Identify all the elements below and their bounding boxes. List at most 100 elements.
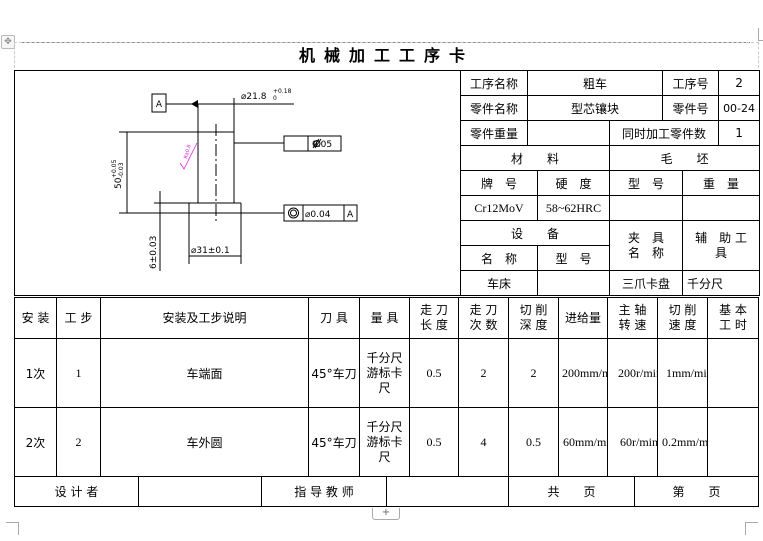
part-name[interactable]: 型芯镶块 — [526, 95, 664, 121]
designer-label: 设 计 者 — [14, 476, 139, 507]
flatness-frame — [283, 135, 342, 152]
simul-count[interactable]: 1 — [718, 120, 761, 146]
table-row: 2次 2 车外圆 45°车刀 千分尺游标卡尺 0.5 4 0.5 60mm/mi… — [14, 407, 760, 477]
datum-label: A — [156, 100, 163, 110]
hardness[interactable]: 58~62HRC — [537, 195, 610, 221]
fixture[interactable]: 三爪卡盘 — [608, 270, 684, 296]
process-header-table: A ⌀21.8 +0.18 0 0.05 ⌀0.04 A ⌀31±0.1 50 … — [14, 70, 761, 296]
signature-footer: 设 计 者 指 导 教 师 共 页 第 页 — [14, 476, 759, 507]
page-corner-mark — [758, 28, 763, 41]
col-header: 走 刀 长 度 — [409, 297, 460, 339]
cell-feed-rate[interactable]: 60mm/min — [558, 407, 609, 477]
material-label: 材 料 — [460, 145, 610, 171]
part-weight-label: 零件重量 — [460, 120, 528, 146]
steps-header-row: 安 装 工 步 安装及工步说明 刀 具 量 具 走 刀 长 度 走 刀 次 数 … — [14, 297, 760, 339]
dia-top-dim: ⌀21.8 — [241, 92, 267, 102]
equipment-label: 设 备 — [460, 220, 610, 246]
grade[interactable]: Cr12MoV — [460, 195, 538, 221]
cell-passes[interactable]: 4 — [458, 407, 510, 477]
col-header: 主 轴 转 速 — [607, 297, 659, 339]
dia-top-tol-lower: 0 — [273, 95, 277, 102]
blank-type-label: 型 号 — [608, 170, 684, 196]
aux-tool[interactable]: 千分尺 — [682, 270, 761, 296]
aux-tool-label: 辅 助 工 具 — [682, 220, 761, 271]
blank-weight[interactable] — [682, 195, 761, 221]
cell-passes[interactable]: 2 — [458, 338, 510, 408]
blank-type[interactable] — [608, 195, 684, 221]
base-height-dim: 6±0.03 — [149, 236, 159, 269]
col-header: 量 具 — [359, 297, 411, 339]
part-no[interactable]: 00-24 — [718, 95, 761, 121]
cell-spindle-speed[interactable]: 60r/min — [607, 407, 659, 477]
concentricity-frame — [283, 204, 358, 222]
cell-feed-rate[interactable]: 200mm/min — [558, 338, 609, 408]
cell-depth[interactable]: 0.5 — [508, 407, 560, 477]
cell-description[interactable]: 车端面 — [99, 338, 310, 408]
col-header: 切 削 深 度 — [508, 297, 560, 339]
steps-table: 安 装 工 步 安装及工步说明 刀 具 量 具 走 刀 长 度 走 刀 次 数 … — [14, 297, 760, 477]
datum-a-box — [151, 93, 167, 113]
col-header: 进给量 — [558, 297, 609, 339]
cell-feed-length[interactable]: 0.5 — [409, 407, 460, 477]
height-tol-lower: -0.03 — [118, 162, 125, 178]
equip-name-label: 名 称 — [460, 245, 538, 271]
cell-gauge[interactable]: 千分尺游标卡尺 — [359, 407, 411, 477]
cell-base-time[interactable] — [707, 407, 760, 477]
cell-feed-length[interactable]: 0.5 — [409, 338, 460, 408]
page-label: 第 页 — [634, 476, 759, 507]
cell-install[interactable]: 2次 — [14, 407, 57, 477]
col-header: 基 本 工 时 — [707, 297, 760, 339]
simul-count-label: 同时加工零件数 — [608, 120, 720, 146]
cell-base-time[interactable] — [707, 338, 760, 408]
col-header: 安装及工步说明 — [99, 297, 310, 339]
cell-depth[interactable]: 2 — [508, 338, 560, 408]
fixture-label: 夹 具 名 称 — [608, 220, 684, 271]
cell-install[interactable]: 1次 — [14, 338, 57, 408]
process-name-label: 工序名称 — [460, 70, 528, 96]
add-row-button[interactable]: + — [372, 508, 400, 520]
cell-step[interactable]: 1 — [56, 338, 101, 408]
equip-model-label: 型 号 — [537, 245, 610, 271]
cell-cut-speed[interactable]: 0.2mm/min — [657, 407, 709, 477]
cell-spindle-speed[interactable]: 200r/min — [607, 338, 659, 408]
table-row: 1次 1 车端面 45°车刀 千分尺游标卡尺 0.5 2 2 200mm/min… — [14, 338, 760, 408]
process-name[interactable]: 粗车 — [526, 70, 664, 96]
equip-name[interactable]: 车床 — [460, 270, 538, 296]
cell-tool[interactable]: 45°车刀 — [308, 338, 361, 408]
dia-top-tol-upper: +0.18 — [273, 88, 292, 95]
blank-label: 毛 坯 — [608, 145, 761, 171]
hardness-label: 硬 度 — [537, 170, 610, 196]
roughness-symbol — [179, 142, 198, 170]
height-dim: 50 — [114, 177, 124, 189]
col-header: 刀 具 — [308, 297, 361, 339]
table-move-handle[interactable]: ✥ — [1, 35, 15, 49]
concentricity-value: ⌀0.04 — [305, 210, 331, 220]
part-weight[interactable] — [527, 120, 610, 146]
flatness-value: 0.05 — [312, 140, 332, 150]
cell-gauge[interactable]: 千分尺游标卡尺 — [359, 338, 411, 408]
process-no[interactable]: 2 — [718, 70, 761, 96]
part-no-label: 零件号 — [662, 95, 720, 121]
part-drawing: A ⌀21.8 +0.18 0 0.05 ⌀0.04 A ⌀31±0.1 50 … — [14, 70, 461, 296]
page-corner-mark — [6, 522, 19, 535]
page-title: 机械加工工序卡 — [14, 42, 759, 68]
advisor-label: 指 导 教 师 — [261, 476, 387, 507]
blank-weight-label: 重 量 — [682, 170, 761, 196]
page-corner-mark — [745, 522, 758, 535]
col-header: 走 刀 次 数 — [458, 297, 510, 339]
advisor[interactable] — [386, 476, 509, 507]
designer[interactable] — [138, 476, 262, 507]
base-dia-dim: ⌀31±0.1 — [191, 246, 230, 256]
cell-step[interactable]: 2 — [56, 407, 101, 477]
col-header: 安 装 — [14, 297, 57, 339]
concentricity-datum: A — [347, 210, 354, 220]
col-header: 工 步 — [56, 297, 101, 339]
height-tol-upper: +0.05 — [111, 159, 118, 178]
cell-tool[interactable]: 45°车刀 — [308, 407, 361, 477]
part-name-label: 零件名称 — [460, 95, 528, 121]
col-header: 切 削 速 度 — [657, 297, 709, 339]
cell-description[interactable]: 车外圆 — [99, 407, 310, 477]
roughness-value: Ra0.8 — [183, 144, 193, 159]
equip-model[interactable] — [537, 270, 610, 296]
cell-cut-speed[interactable]: 1mm/min — [657, 338, 709, 408]
